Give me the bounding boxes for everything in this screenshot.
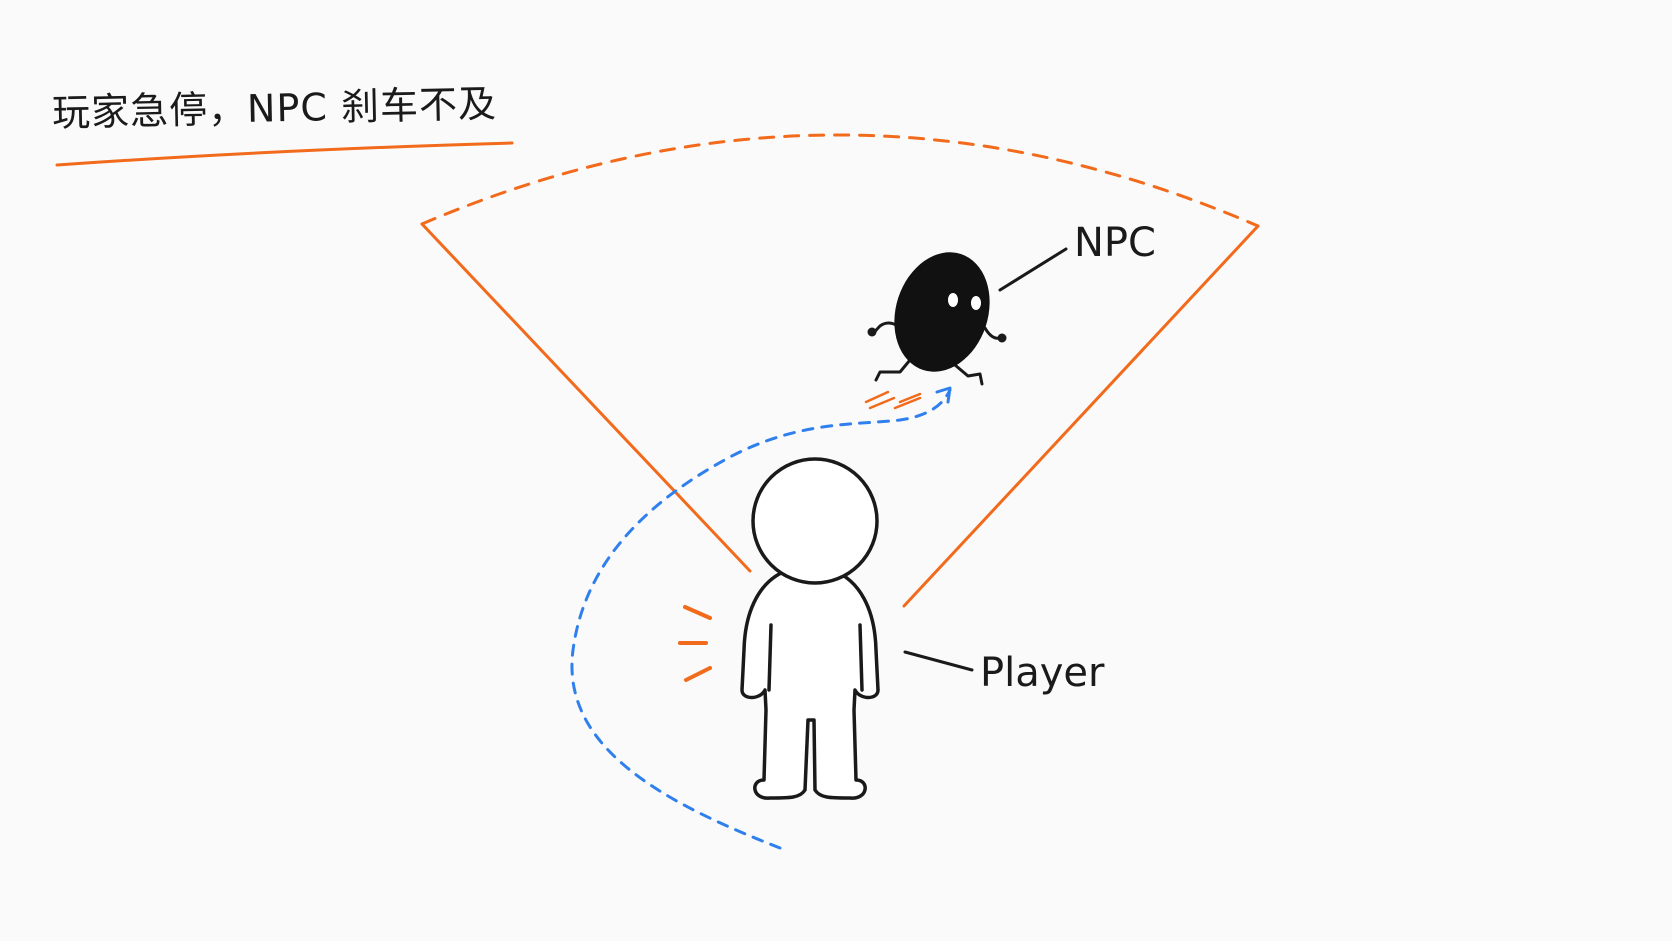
- npc-character: [867, 252, 1007, 386]
- player-stop-marks: [678, 605, 712, 682]
- player-label: Player: [980, 650, 1105, 696]
- vision-cone-right-edge: [902, 224, 1260, 608]
- diagram-title: 玩家急停，NPC 刹车不及: [51, 81, 498, 135]
- player-character: [740, 457, 880, 800]
- npc-label: NPC: [1074, 220, 1156, 266]
- npc-movement-path: [570, 388, 952, 850]
- vision-cone-arc: [420, 133, 1260, 228]
- title-underline: [55, 141, 514, 167]
- npc-path-arrowhead: [935, 386, 952, 404]
- vision-cone-left-edge: [420, 222, 752, 573]
- npc-leader-line: [998, 247, 1068, 292]
- npc-skid-marks: [864, 390, 922, 410]
- player-leader-line: [903, 650, 974, 672]
